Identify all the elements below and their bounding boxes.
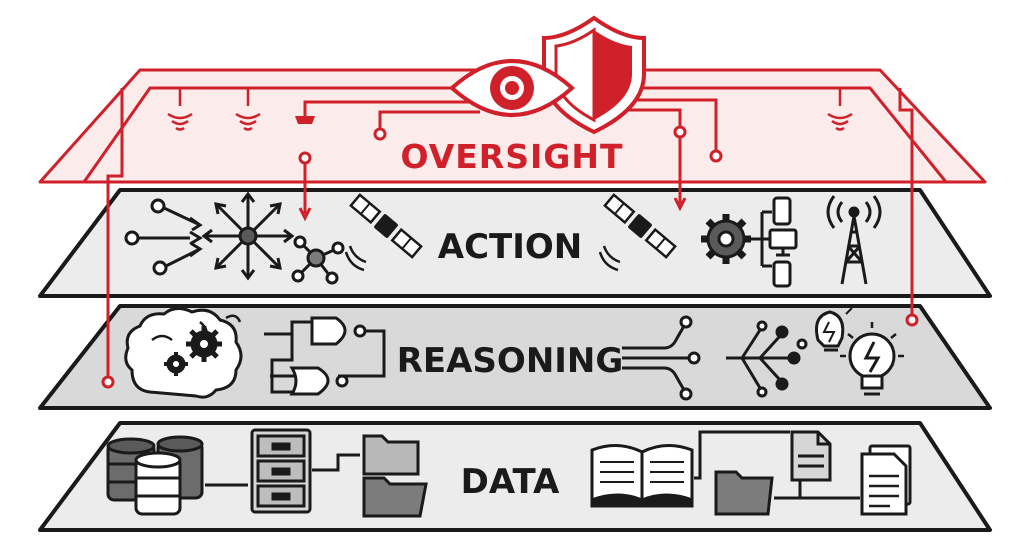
eye-icon: [449, 59, 575, 117]
database-icon: [106, 435, 204, 516]
document-icon: [790, 430, 832, 482]
decision-tree-icon: [726, 320, 808, 398]
file-cabinet-icon: [250, 428, 312, 514]
brain-gears-icon: [124, 307, 243, 399]
satellite-icon: [598, 192, 678, 272]
reasoning-layer: REASONING: [38, 304, 992, 410]
folder-icon: [714, 470, 774, 516]
shield-icon: [542, 15, 646, 135]
reasoning-layer-label: REASONING: [397, 341, 624, 381]
action-layer: ACTION: [38, 188, 992, 298]
satellite-icon: [344, 192, 424, 272]
radio-tower-icon: [826, 195, 882, 285]
oversight-link-node: [101, 375, 115, 389]
data-layer: DATA: [38, 421, 992, 532]
logic-gates-icon: [264, 316, 386, 396]
data-connector: [312, 453, 360, 472]
branching-arrows-icon: [124, 198, 203, 276]
oversight-link-node: [905, 313, 919, 327]
data-connector: [774, 480, 860, 500]
oversight-link-left: [106, 88, 124, 378]
folder-icon: [362, 434, 428, 518]
action-layer-plate: [38, 188, 992, 298]
branching-lines-icon: [622, 315, 701, 401]
oversight-circuit-node: [298, 125, 723, 165]
reasoning-layer-plate: [38, 304, 992, 410]
lightbulb-icon: [840, 322, 904, 396]
document-icon: [860, 444, 912, 516]
network-node-icon: [291, 235, 345, 285]
open-book-icon: [590, 444, 694, 508]
oversight-link-right: [898, 88, 914, 316]
action-layer-label: ACTION: [438, 227, 582, 267]
data-connector: [694, 430, 790, 480]
data-layer-label: DATA: [461, 462, 560, 502]
lightbulb-icon: [815, 307, 853, 352]
gear-devices-icon: [701, 196, 798, 288]
oversight-layer: OVERSIGHT: [38, 15, 987, 389]
oversight-layer-label: OVERSIGHT: [401, 137, 624, 176]
radiating-arrows-icon: [201, 191, 295, 281]
